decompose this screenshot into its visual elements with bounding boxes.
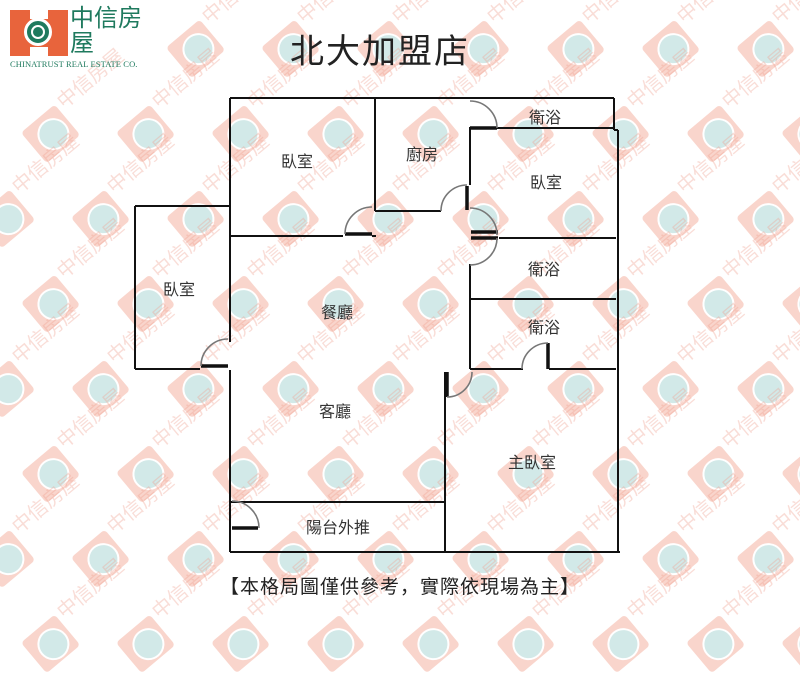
room-label-dining-room: 餐廳	[320, 303, 354, 322]
room-label-master-bedroom: 主臥室	[507, 453, 557, 472]
disclaimer-text: 【本格局圖僅供參考，實際依現場為主】	[219, 576, 580, 598]
floor-plan	[134, 97, 620, 553]
room-label-bedroom-left: 臥室	[162, 280, 196, 299]
room-label-living-room: 客廳	[318, 402, 352, 421]
room-label-balcony-extension: 陽台外推	[305, 518, 371, 537]
room-label-bedroom-top-left: 臥室	[280, 152, 314, 171]
page-title: 北大加盟店	[290, 32, 470, 72]
door-leaves	[201, 126, 550, 530]
room-label-bedroom-right: 臥室	[529, 173, 563, 192]
walls	[134, 97, 620, 553]
room-label-bathroom-top: 衛浴	[528, 108, 562, 127]
room-label-bathroom-lower: 衛浴	[527, 318, 561, 337]
company-logo: 中信房屋 CHINATRUST REAL ESTATE CO.	[10, 6, 160, 70]
logo-name-en: CHINATRUST REAL ESTATE CO.	[10, 59, 138, 69]
room-label-bathroom-middle: 衛浴	[527, 260, 561, 279]
chinatrust-globe-logo-icon	[10, 10, 68, 56]
door-arcs	[200, 100, 549, 529]
logo-name-cn: 中信房屋	[70, 4, 142, 57]
room-label-kitchen: 廚房	[405, 145, 439, 164]
